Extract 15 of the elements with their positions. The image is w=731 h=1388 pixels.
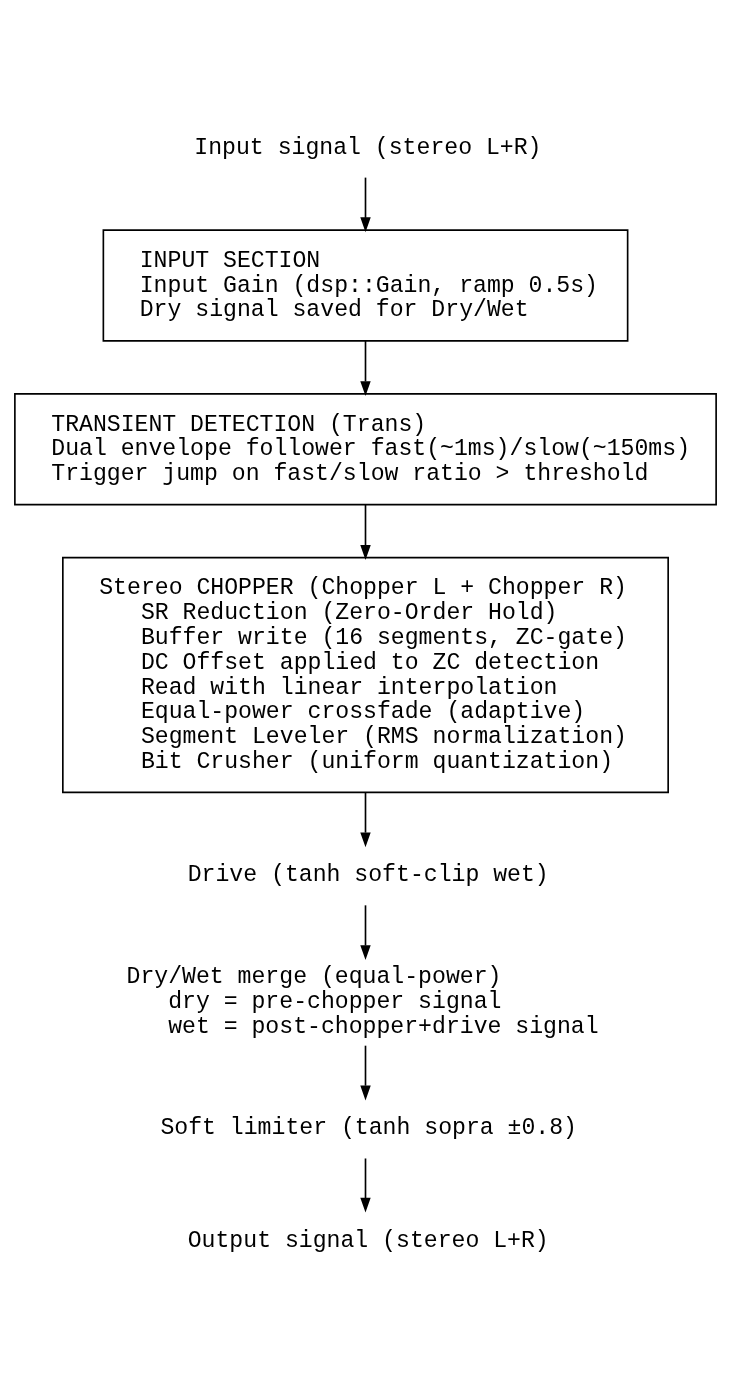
arrow bbox=[360, 503, 371, 560]
node-text: Drive (tanh soft-clip wet) bbox=[187, 862, 549, 889]
node-box: TRANSIENT DETECTION (Trans) Dual envelope follower fast(~1ms)/slow(~150ms) Trigger jump on fast/slow ratio > threshold bbox=[14, 393, 717, 506]
node-text: Input signal (stereo L+R) bbox=[194, 134, 542, 161]
arrow bbox=[360, 904, 371, 961]
arrow bbox=[360, 340, 371, 397]
node-text: Dry/Wet merge (equal-power) dry = pre-chopper signal wet = post-chopper+drive signal bbox=[126, 963, 599, 1040]
arrow bbox=[360, 1044, 371, 1101]
node-box: Stereo CHOPPER (Chopper L + Chopper R) SR Reduction (Zero-Order Hold) Buffer write (16 segments, ZC-gate) DC Offset applied to ZC detection Read with linear interpolation Equal-power crossfade (adaptive) Segment Leveler (RMS normalization) Bit Crusher (uniform quantization) bbox=[62, 556, 669, 794]
node-box: INPUT SECTION Input Gain (dsp::Gain, ramp 0.5s) Dry signal saved for Dry/Wet bbox=[102, 229, 629, 342]
node-text: Soft limiter (tanh sopra ±0.8) bbox=[160, 1115, 578, 1142]
arrow bbox=[360, 176, 371, 233]
node-text: Output signal (stereo L+R) bbox=[187, 1227, 549, 1254]
arrow bbox=[360, 1157, 371, 1213]
arrow bbox=[360, 792, 371, 848]
